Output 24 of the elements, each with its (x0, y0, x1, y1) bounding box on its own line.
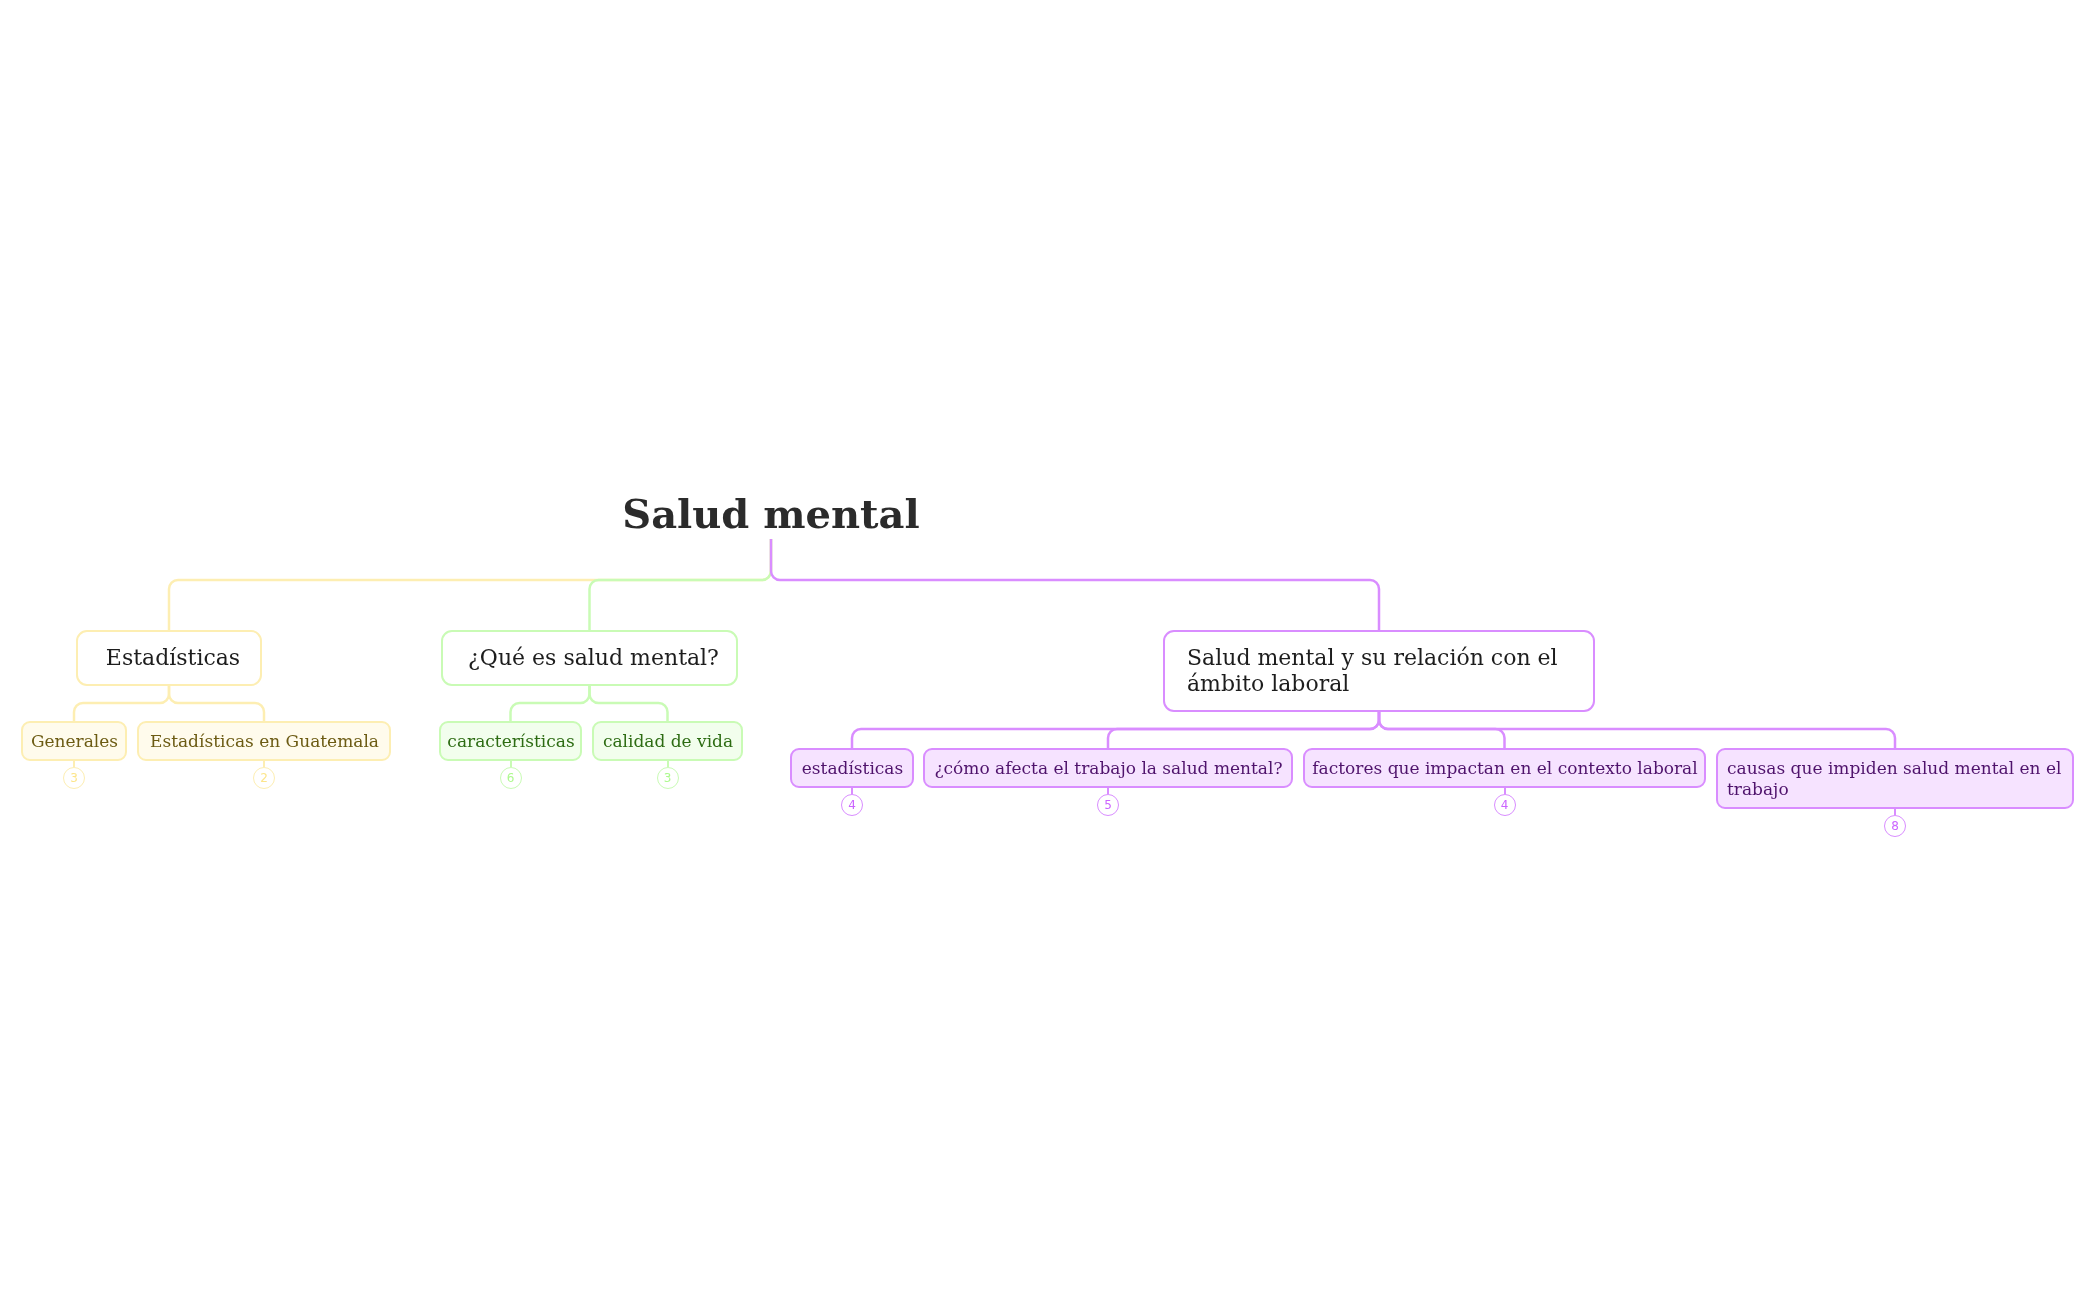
connector-line (167, 686, 266, 721)
subtopic: características (439, 721, 582, 761)
subtopic: calidad de vida (592, 721, 743, 761)
subtopic: causas que impiden salud mental en el trabajo (1716, 748, 2074, 809)
subtopic: factores que impactan en el contexto laboral (1303, 748, 1706, 788)
collapsed-count: 6 (499, 767, 522, 789)
connector-line (769, 539, 1381, 630)
subtopic: estadísticas (790, 748, 914, 788)
subtopic: ¿cómo afecta el trabajo la salud mental? (923, 748, 1293, 788)
main-topic: Salud mental y su relación con el ámbito laboral (1163, 630, 1595, 712)
main-topic: Estadísticas (76, 630, 262, 686)
subtopic: Generales (21, 721, 127, 761)
connector-line (1377, 712, 1897, 748)
central-topic: Salud mental (596, 489, 946, 539)
collapsed-count: 3 (63, 767, 85, 789)
collapsed-count: 5 (1097, 794, 1119, 816)
collapsed-count: 3 (656, 767, 679, 789)
collapsed-count: 4 (1493, 794, 1516, 816)
subtopic: Estadísticas en Guatemala (137, 721, 391, 761)
collapsed-count: 4 (841, 794, 863, 816)
collapsed-count: 2 (253, 767, 275, 789)
collapsed-count: 8 (1884, 815, 1906, 837)
connector-line (588, 686, 669, 721)
main-topic: ¿Qué es salud mental? (441, 630, 738, 686)
